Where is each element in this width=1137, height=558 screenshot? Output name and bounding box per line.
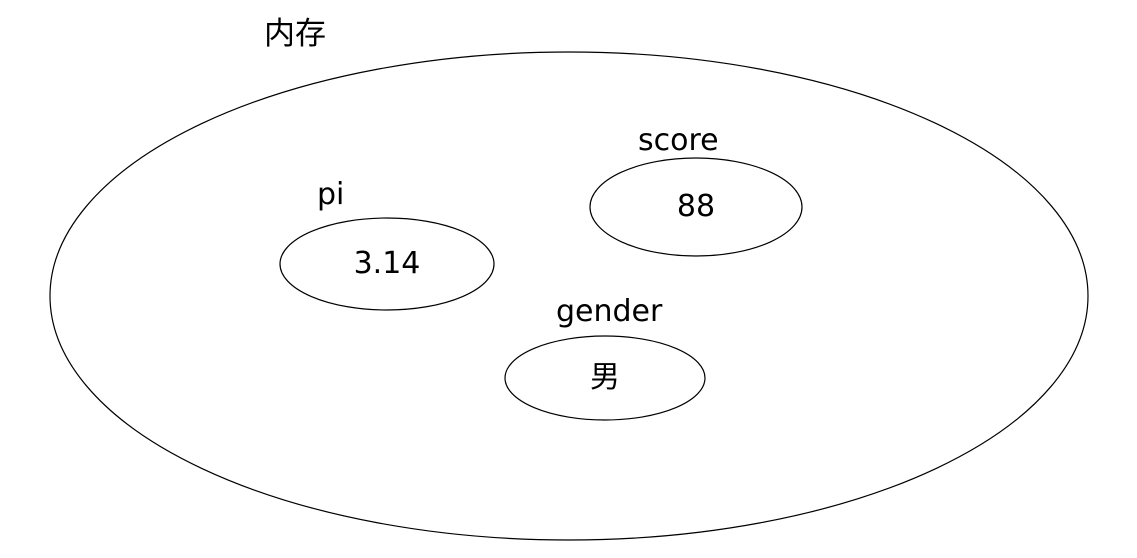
variable-ellipse-gender [504,335,706,421]
variable-ellipse-pi [279,217,495,311]
variable-ellipse-score [589,157,803,257]
variable-label-score: score [638,123,719,158]
variable-label-pi: pi [317,177,345,212]
variable-value-gender: 男 [590,360,620,395]
variable-value-score: 88 [676,189,716,224]
memory-container-ellipse [49,51,1089,541]
variable-label-gender: gender [556,294,663,329]
memory-container-title: 内存 [264,16,326,52]
variable-value-pi: 3.14 [353,246,421,281]
